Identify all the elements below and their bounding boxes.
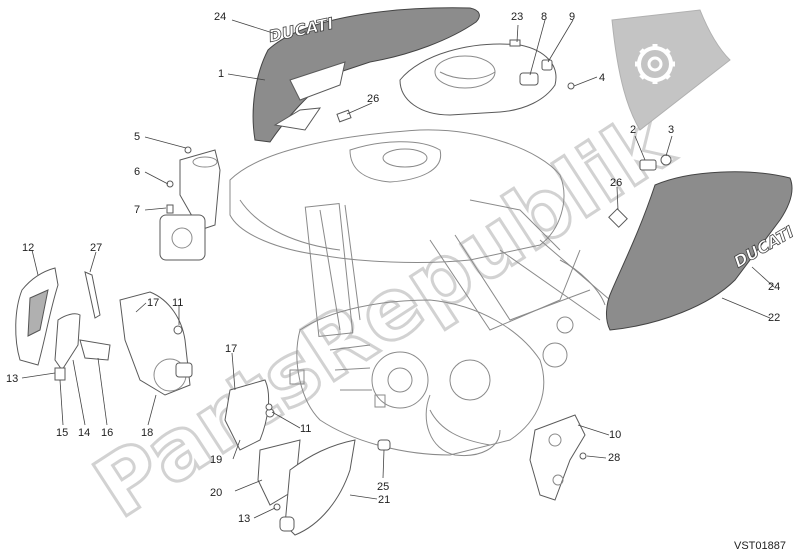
callout-11-lower: 11 bbox=[300, 423, 311, 435]
callout-6: 6 bbox=[134, 166, 140, 178]
callout-24-right: 24 bbox=[768, 281, 780, 293]
callout-26: 26 bbox=[367, 93, 379, 105]
callout-9: 9 bbox=[569, 11, 575, 23]
callout-22: 22 bbox=[768, 312, 780, 324]
drawing-code: VST01887 bbox=[734, 540, 786, 552]
callout-10: 10 bbox=[609, 429, 621, 441]
callout-1: 1 bbox=[218, 68, 224, 80]
part-lower-panels bbox=[224, 379, 356, 536]
callout-20: 20 bbox=[210, 487, 222, 499]
callout-17-lower: 17 bbox=[225, 343, 237, 355]
callout-13: 13 bbox=[6, 373, 18, 385]
callout-17: 17 bbox=[147, 297, 159, 309]
callout-4: 4 bbox=[599, 72, 605, 84]
small-parts bbox=[265, 39, 628, 451]
callout-26-right: 26 bbox=[610, 177, 622, 189]
callout-8: 8 bbox=[541, 11, 547, 23]
callout-19: 19 bbox=[210, 454, 222, 466]
part-tank-top-cover bbox=[399, 43, 557, 116]
leader-lines bbox=[21, 19, 775, 519]
gear-icon bbox=[635, 44, 675, 84]
callout-24: 24 bbox=[214, 11, 226, 23]
callout-3: 3 bbox=[668, 124, 674, 136]
callout-27: 27 bbox=[90, 242, 102, 254]
callout-18: 18 bbox=[141, 427, 153, 439]
callouts: 24 1 23 8 9 4 26 5 6 7 2 3 26 24 22 12 2… bbox=[6, 11, 780, 525]
callout-12: 12 bbox=[22, 242, 34, 254]
logo-flag bbox=[611, 9, 731, 131]
callout-14: 14 bbox=[78, 427, 90, 439]
callout-25: 25 bbox=[377, 481, 389, 493]
callout-11: 11 bbox=[172, 297, 183, 309]
callout-2: 2 bbox=[630, 124, 636, 136]
callout-15: 15 bbox=[56, 427, 68, 439]
callout-21: 21 bbox=[378, 494, 390, 506]
callout-5: 5 bbox=[134, 131, 140, 143]
callout-28: 28 bbox=[608, 452, 620, 464]
part-bracket-10 bbox=[529, 414, 587, 501]
callout-7: 7 bbox=[134, 204, 140, 216]
part-filler-assembly bbox=[159, 146, 221, 261]
callout-16: 16 bbox=[101, 427, 113, 439]
part-left-small-panels bbox=[15, 267, 193, 396]
callout-23: 23 bbox=[511, 11, 523, 23]
frame-assembly bbox=[229, 129, 611, 457]
callout-13-lower: 13 bbox=[238, 513, 250, 525]
